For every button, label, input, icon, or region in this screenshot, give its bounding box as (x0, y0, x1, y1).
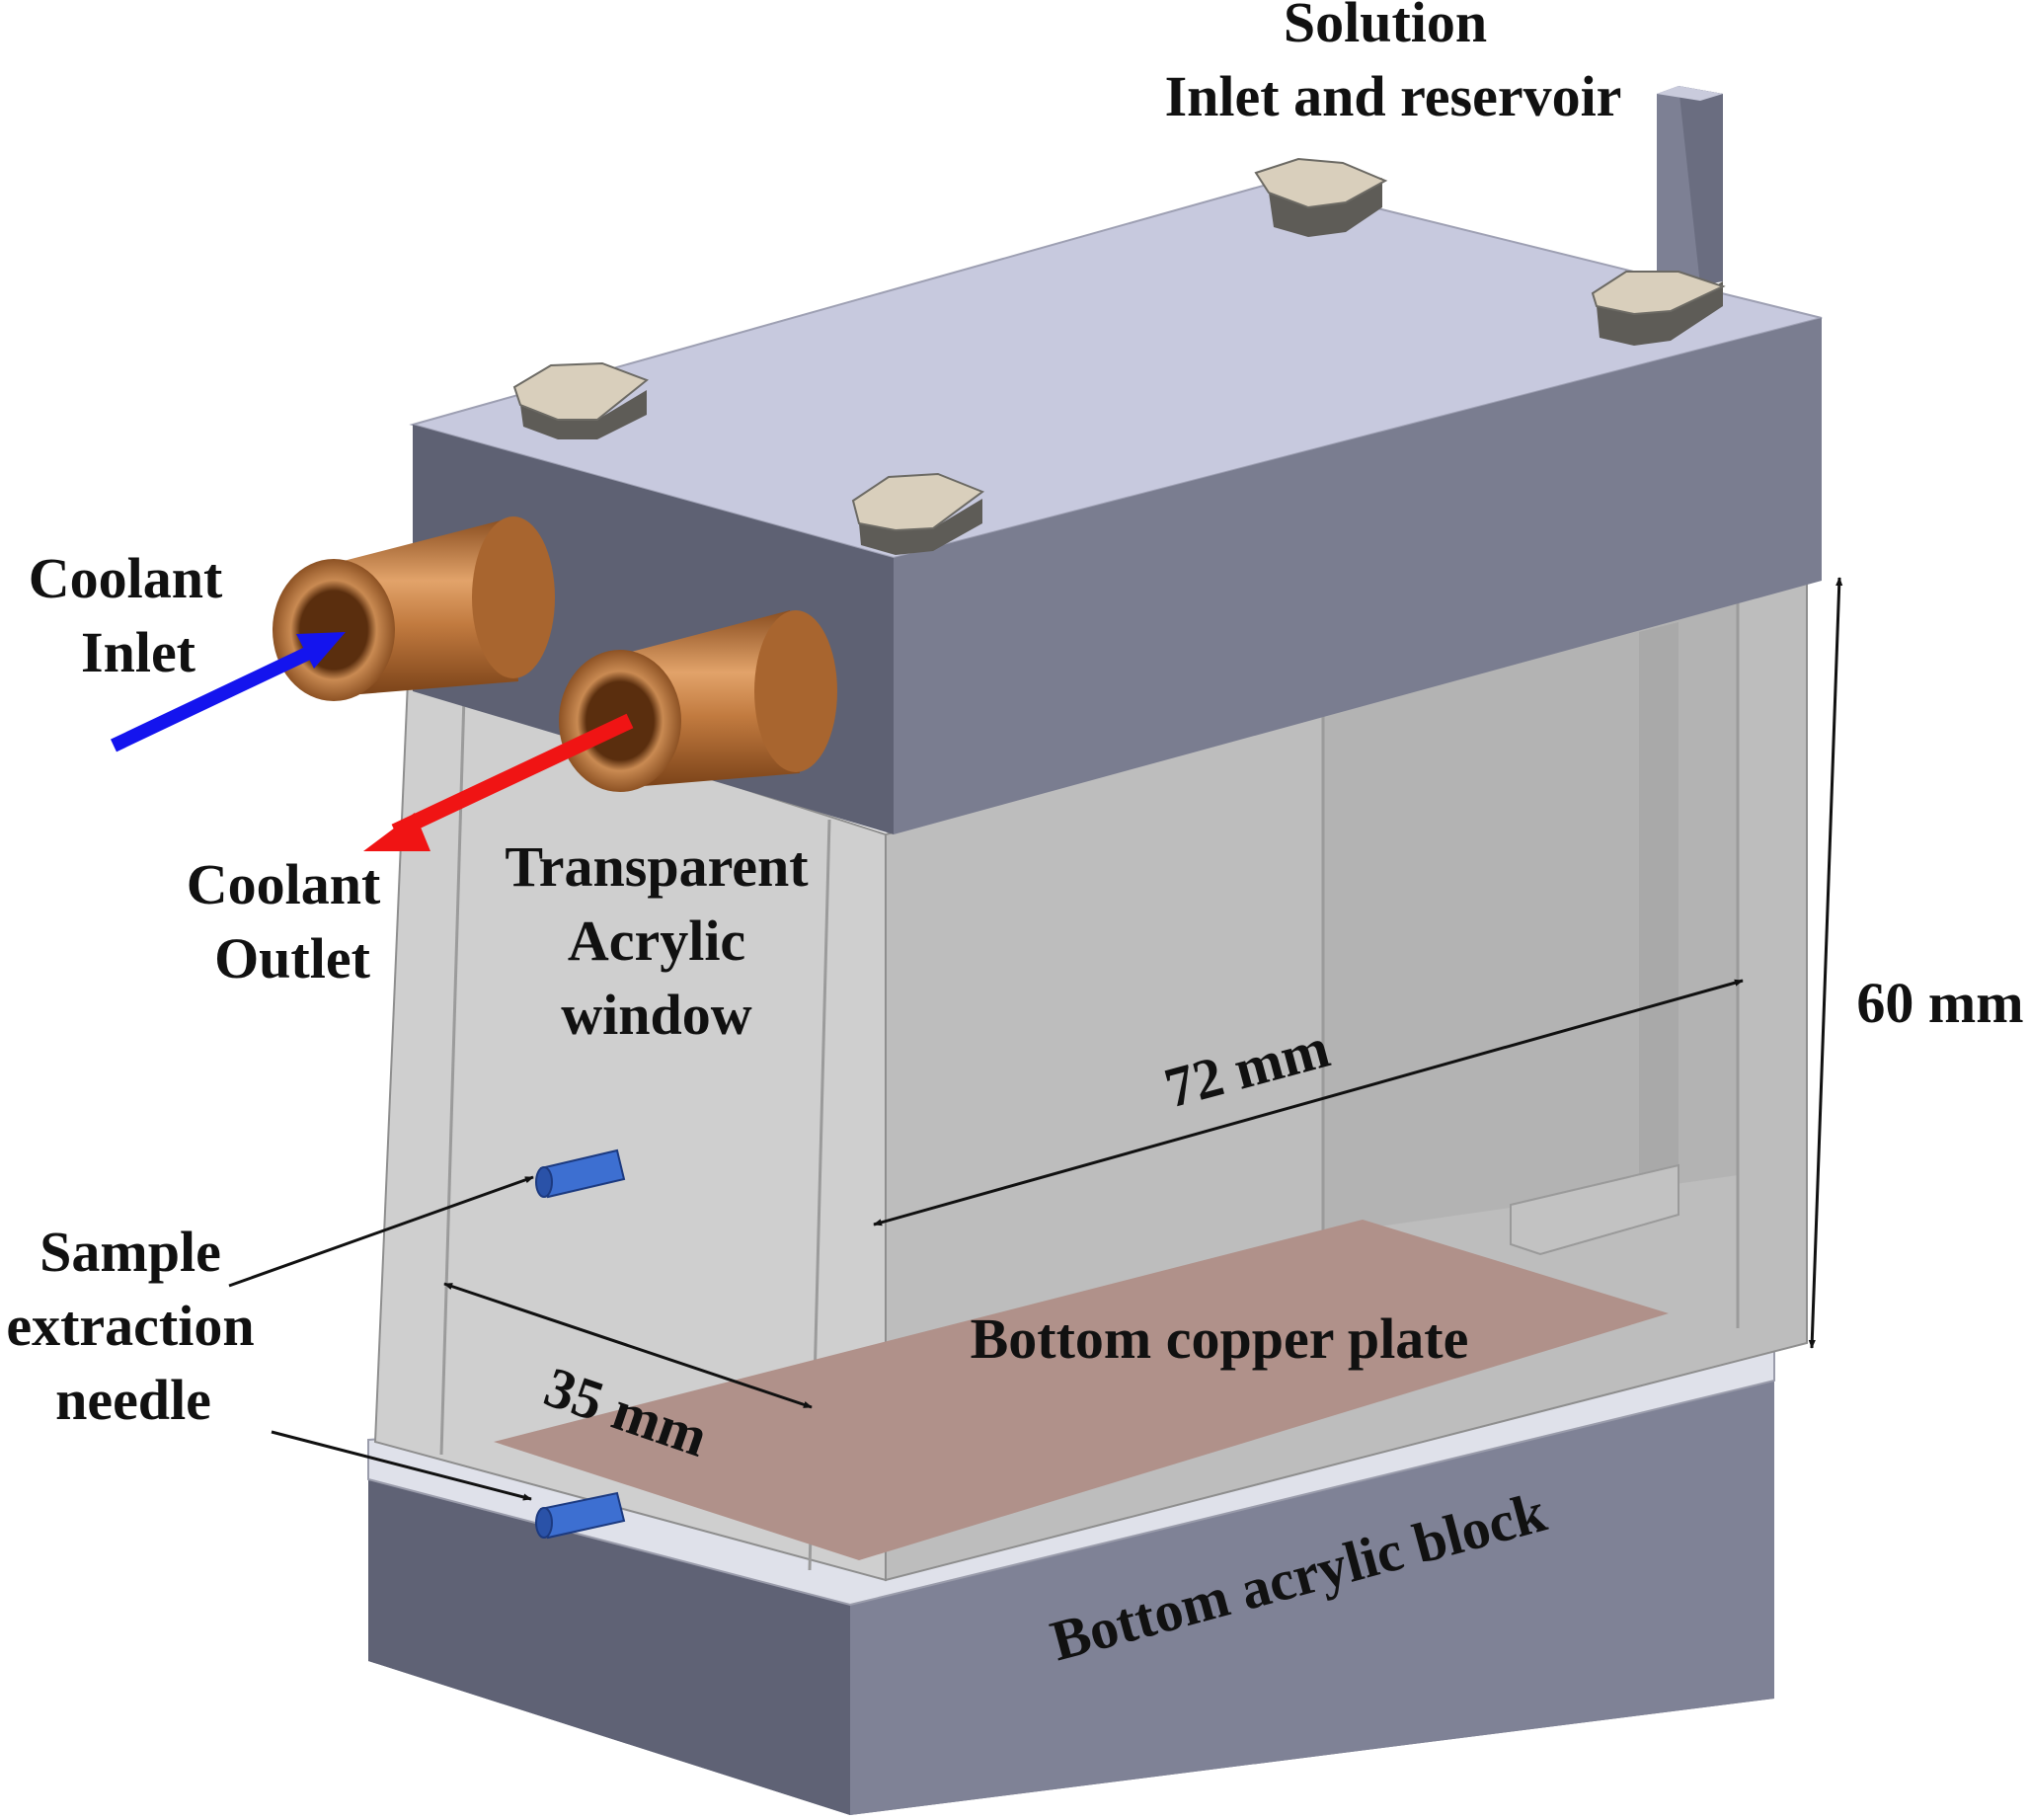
coolant-outlet-label-line1: Coolant (187, 852, 381, 916)
copper-plate-label: Bottom copper plate (971, 1306, 1469, 1371)
sample-needle-lower (535, 1491, 626, 1540)
leader-line-needle-lower (271, 1430, 532, 1501)
coolant-inlet-label-line2: Inlet (81, 620, 196, 684)
window-label-line2: Acrylic (568, 909, 745, 973)
bottom-copper-plate (494, 1220, 1669, 1560)
window-label-line1: Transparent (505, 834, 809, 899)
solution-inlet-label-line2: Inlet and reservoir (1165, 64, 1622, 128)
coolant-outlet-label-line2: Outlet (214, 926, 371, 990)
bolt-icon (1254, 157, 1388, 237)
needle-label-line2: extraction (6, 1294, 254, 1358)
coolant-inlet-tube (273, 516, 555, 701)
coolant-outlet-arrow (363, 713, 634, 851)
solution-inlet-label-line1: Solution (1284, 0, 1487, 54)
sample-needle-upper (535, 1148, 626, 1199)
needle-label-line3: needle (55, 1368, 211, 1432)
dimension-line-72mm (873, 979, 1744, 1227)
window-label-line3: window (561, 983, 752, 1047)
leader-line-needle-upper (228, 1175, 534, 1288)
bolt-icon (851, 472, 985, 555)
bolt-icon (512, 361, 649, 439)
solution-reservoir-post (1657, 86, 1723, 288)
bolt-icon (1591, 271, 1726, 346)
coolant-inlet-label-line1: Coolant (29, 546, 223, 610)
dimension-line-35mm (443, 1282, 813, 1409)
height-dimension-label: 60 mm (1856, 971, 2023, 1035)
coolant-inlet-arrow (110, 632, 346, 752)
needle-label-line1: Sample (39, 1220, 221, 1284)
dimension-line-60mm (1808, 577, 1843, 1349)
